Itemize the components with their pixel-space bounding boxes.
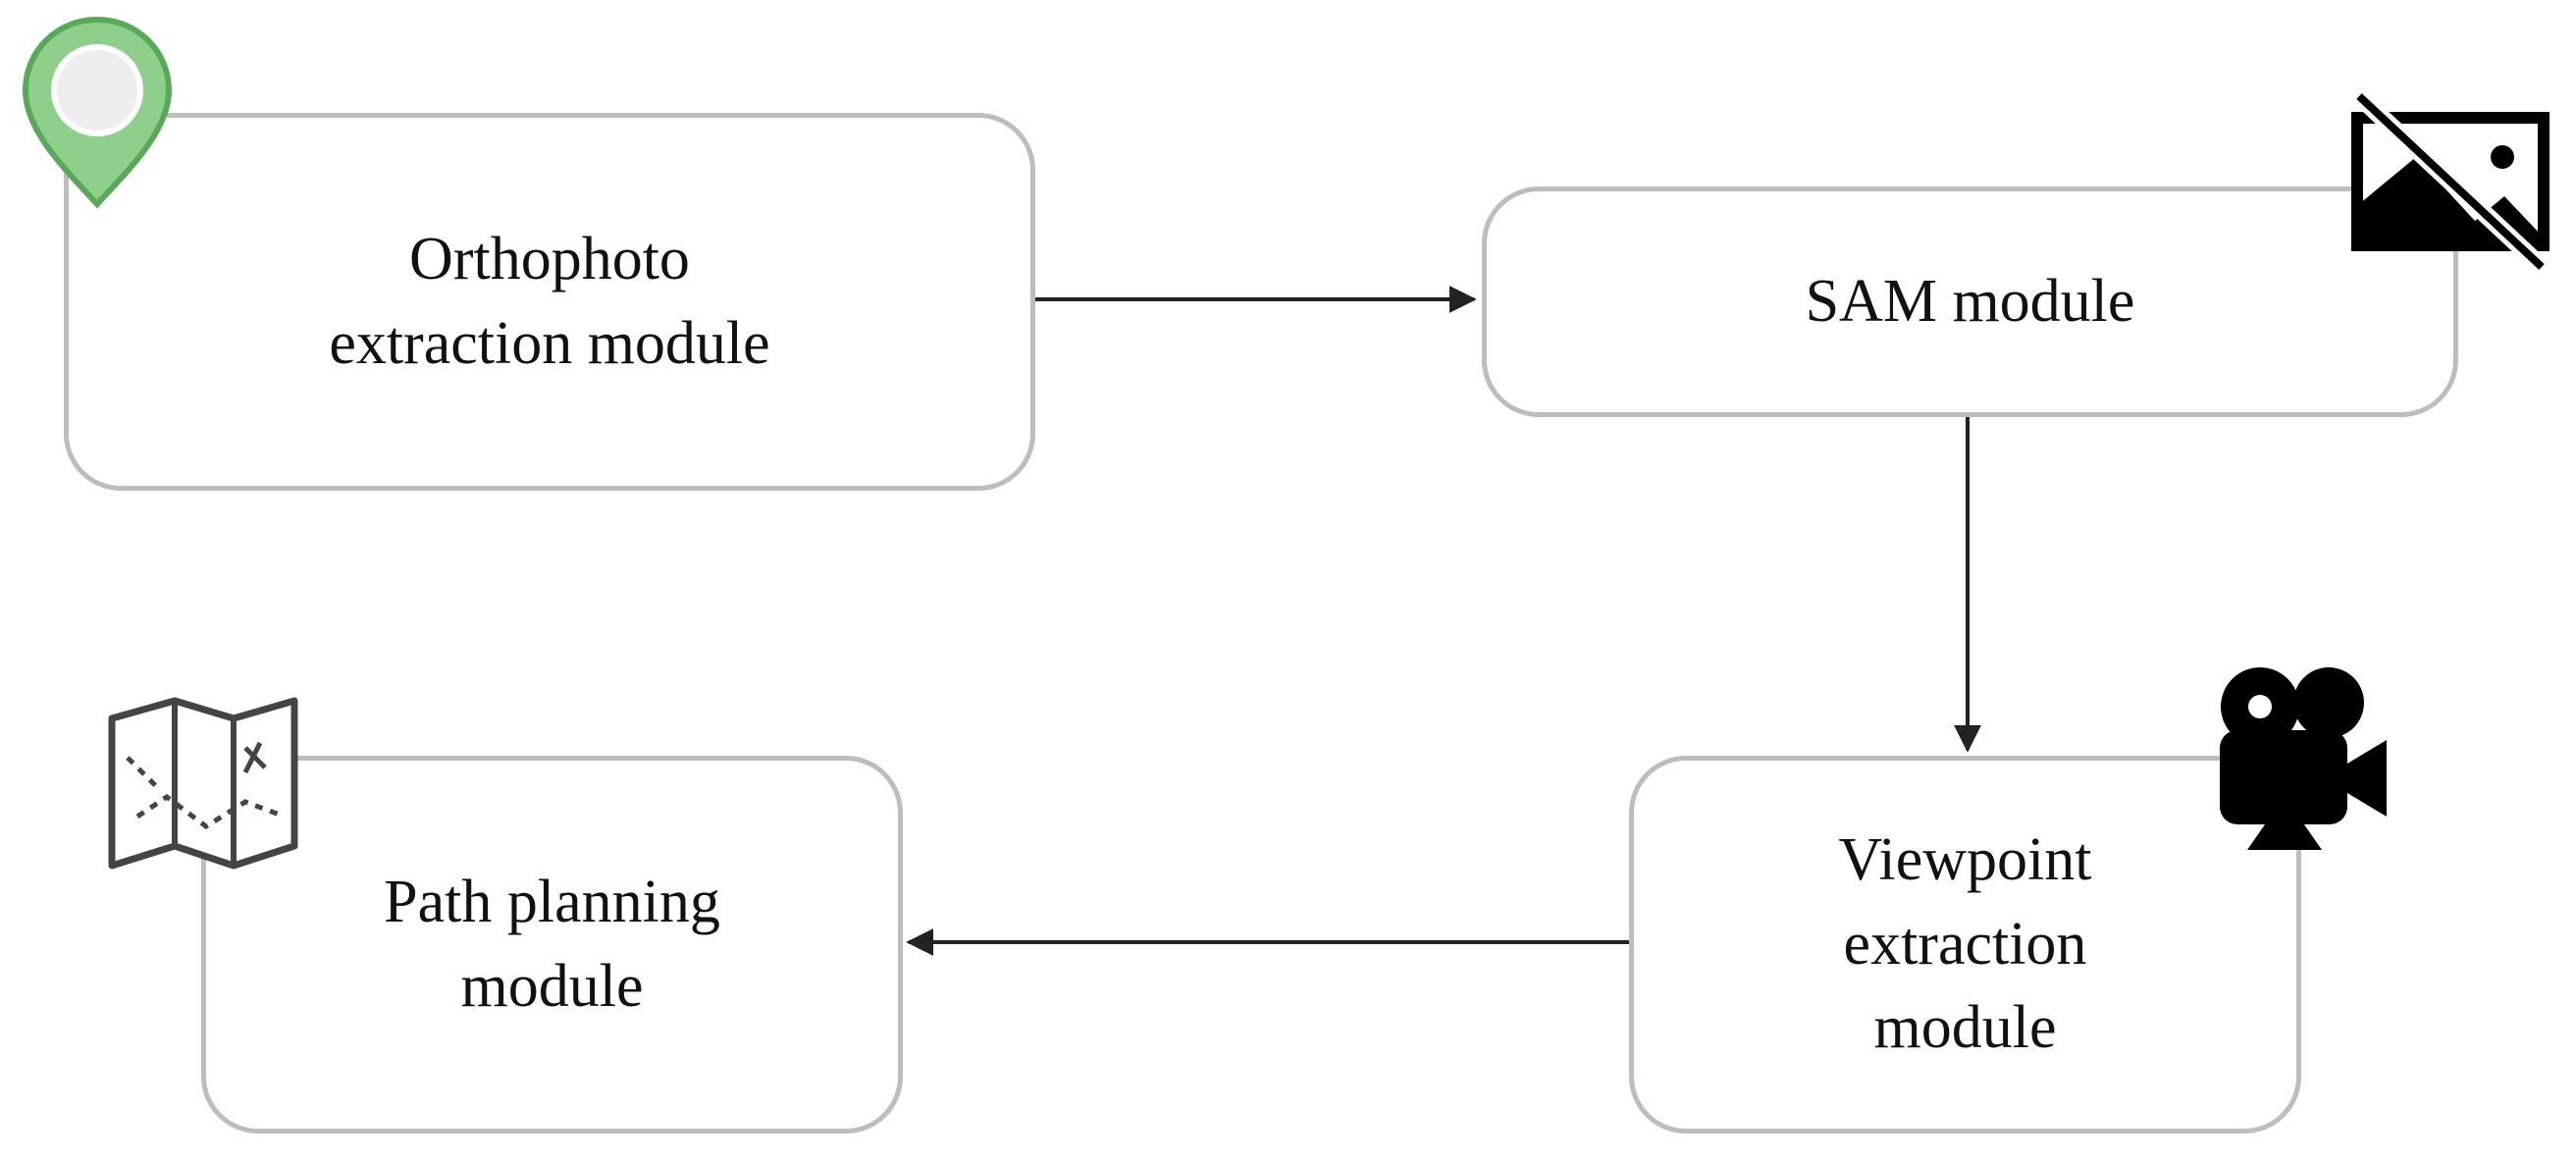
- video-camera-icon: [2220, 667, 2387, 850]
- image-off-icon: [2351, 89, 2550, 274]
- map-pin-icon: [22, 16, 173, 209]
- viewpoint-extraction-module-label: Viewpoint extraction module: [1838, 826, 2092, 1062]
- sam-module-label: SAM module: [1805, 267, 2135, 335]
- path-planning-module-label: Path planning module: [384, 868, 720, 1020]
- path-planning-module: Path planning module: [201, 756, 903, 1134]
- orthophoto-extraction-module: Orthophoto extraction module: [64, 113, 1035, 491]
- orthophoto-extraction-module-label: Orthophoto extraction module: [329, 225, 770, 377]
- viewpoint-extraction-module: Viewpoint extraction module: [1629, 756, 2301, 1134]
- folded-map-icon: [108, 697, 298, 870]
- sam-module: SAM module: [1482, 186, 2458, 417]
